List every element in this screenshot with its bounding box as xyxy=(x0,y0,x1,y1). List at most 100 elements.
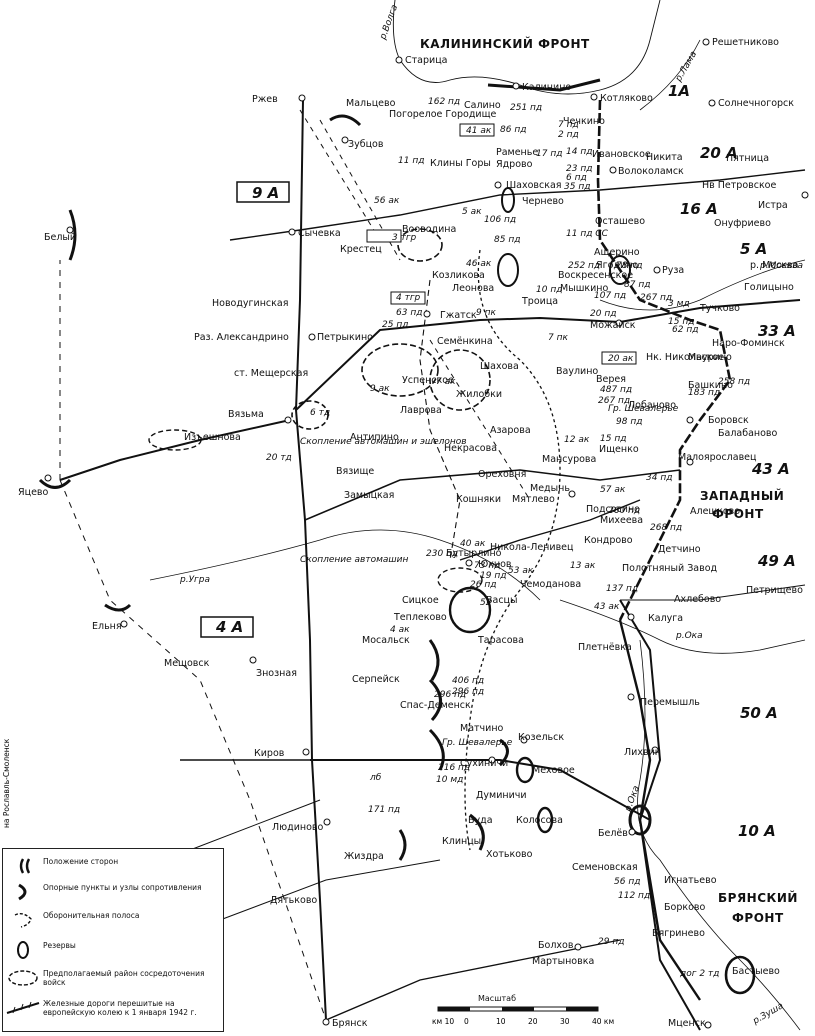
place-label: Козликова xyxy=(432,270,485,281)
railway-kaluga-east xyxy=(620,584,806,601)
place-label: Меховое xyxy=(532,765,575,776)
railway-icon xyxy=(6,1001,40,1014)
place-label: Белёв xyxy=(598,828,628,839)
scale-tick-label: км 10 xyxy=(432,1017,454,1026)
reserve-icon xyxy=(17,941,29,959)
reserve-oval-9 xyxy=(536,806,554,834)
reserve-oval-10 xyxy=(515,756,535,784)
unit-label: 98 пд xyxy=(616,417,642,427)
place-label: Хотьково xyxy=(486,849,533,860)
place-label: Нк. Никольское xyxy=(646,352,724,363)
route-dashed-3 xyxy=(59,479,327,1021)
place-label: Крестец xyxy=(340,244,382,255)
place-label: Пятница xyxy=(726,153,769,164)
place-label: Мальцево xyxy=(346,98,396,109)
legend-text: Резервы xyxy=(43,941,76,950)
river-ugra xyxy=(149,529,541,601)
unit-label: 7 пд xyxy=(558,120,579,130)
unit-label: 14 пд xyxy=(566,147,592,157)
railway-kaluga-vyazma xyxy=(304,469,681,521)
place-label: Алешково xyxy=(690,506,740,517)
place-label: Раз. Александрино xyxy=(194,332,289,343)
place-label: Волоколамск xyxy=(618,166,684,177)
strongpoint-icon xyxy=(18,883,27,901)
front-label: ЗАПАДНЫЙ xyxy=(700,488,784,503)
army-label: 33 А xyxy=(758,322,796,340)
unit-label: 106 пд xyxy=(484,215,516,225)
place-label: Серпейск xyxy=(352,674,400,685)
place-label: Малоярославец xyxy=(678,452,757,463)
town-marker-kotlyakovo xyxy=(590,93,598,101)
town-marker-istra xyxy=(801,191,809,199)
place-label: Мятлево xyxy=(512,494,555,505)
reserve-oval-1 xyxy=(501,187,515,213)
town-marker-petrykino xyxy=(308,333,316,341)
unit-label: 162 пд xyxy=(428,97,460,107)
army-label: 1А xyxy=(668,82,690,100)
town-marker-vyazma xyxy=(284,416,292,424)
unit-label: 12 ак xyxy=(564,435,590,445)
place-label: Маурино xyxy=(688,352,732,363)
unit-label: 258 пд xyxy=(718,377,750,387)
place-label: Киров xyxy=(254,748,285,759)
river-label: р.Ока xyxy=(675,631,703,641)
place-label: Чечкино xyxy=(563,116,605,127)
unit-label: 267 пд xyxy=(598,396,630,406)
place-label: Михеева xyxy=(600,515,643,526)
place-label: Шаховская xyxy=(506,180,562,191)
defensive-belt-icon xyxy=(14,912,32,928)
town-marker-bolkhov xyxy=(574,943,582,951)
place-label: Чернево xyxy=(522,196,564,207)
unit-label: 20 ак xyxy=(608,354,634,364)
unit-label: 26 пд xyxy=(470,580,496,590)
railway-yukhnov xyxy=(459,499,641,561)
defensive-belt-inner xyxy=(419,279,461,561)
place-label: Успенское xyxy=(402,375,454,386)
place-label: Игнатьево xyxy=(664,875,717,886)
front-line-main xyxy=(596,99,732,621)
front-label: ФРОНТ xyxy=(712,507,764,521)
place-label: Можайск xyxy=(590,320,636,331)
strongpoint-kozelsk xyxy=(498,738,509,767)
place-label: Голицыно xyxy=(744,282,794,293)
unit-label: 57 ак xyxy=(600,485,626,495)
strongpoint-serpeysk xyxy=(428,678,442,722)
unit-box-20ak xyxy=(601,351,637,365)
place-label: Жилобки xyxy=(456,389,502,400)
front-line-north xyxy=(487,78,601,92)
unit-label: 29 пд xyxy=(598,937,624,947)
place-label: Раменье xyxy=(496,147,538,158)
unit-label: 9 ак xyxy=(370,384,390,394)
unit-label: 86 пд xyxy=(500,125,526,135)
unit-label: 183 пд xyxy=(688,388,720,398)
railway-bryansk xyxy=(325,939,621,1021)
place-label: Петрыкино xyxy=(317,332,373,343)
place-label: Башкино xyxy=(688,380,733,391)
unit-label: 252 пд xyxy=(568,261,600,271)
place-label: Людиново xyxy=(272,822,324,833)
unit-label: 15 пд xyxy=(668,317,694,327)
place-label: Сухиничи xyxy=(460,758,508,769)
place-label: р. Москва xyxy=(750,260,798,271)
unit-label: 43 ак xyxy=(594,602,620,612)
army-label: 16 А xyxy=(680,200,718,218)
place-label: Некрасова xyxy=(444,443,497,454)
reserve-oval-11 xyxy=(724,955,756,995)
reserve-oval-5 xyxy=(361,343,439,397)
place-label: Солнечногорск xyxy=(718,98,794,109)
town-marker-kaluga xyxy=(627,613,635,621)
army-label: 43 А xyxy=(751,460,790,478)
railway-lgov xyxy=(219,859,441,921)
unit-label: 11 пд xyxy=(398,156,424,166)
place-label: Подсосино xyxy=(586,504,640,515)
town-marker-kozelsk xyxy=(520,736,528,744)
town-marker-staritsa xyxy=(395,56,403,64)
unit-label: 487 пд xyxy=(600,385,632,395)
legend-item: Железные дороги перешитые на европейскую… xyxy=(3,999,223,1017)
place-label: Старица xyxy=(405,55,447,66)
unit-label: 5 ак xyxy=(462,207,482,217)
unit-label: 3 мд xyxy=(668,299,690,309)
